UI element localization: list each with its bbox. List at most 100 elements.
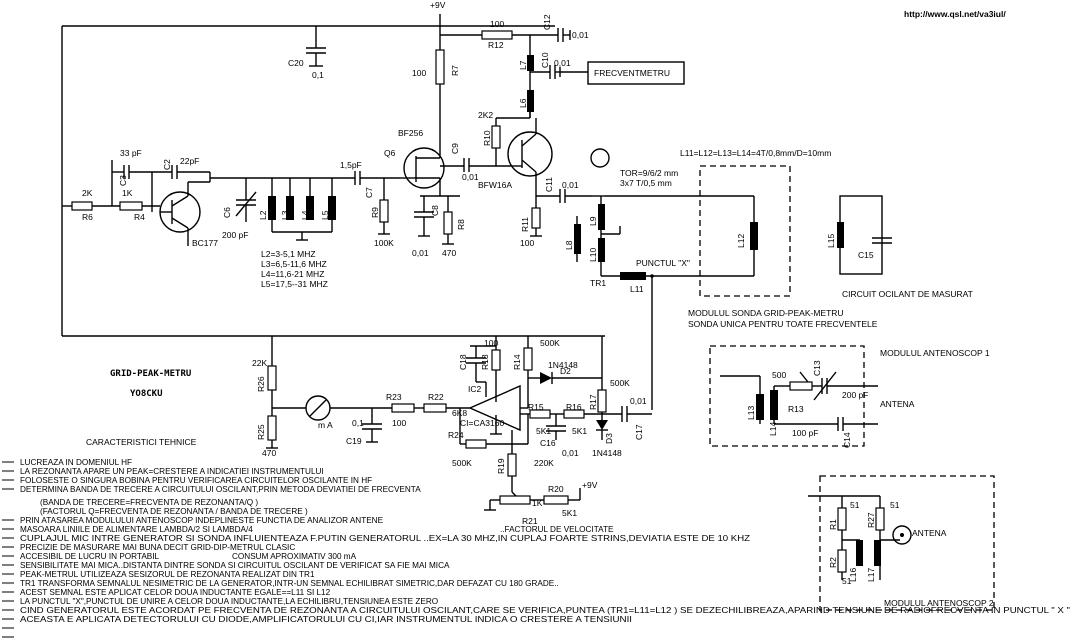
d3-diode (596, 420, 608, 430)
caracteristici-heading: CARACTERISTICI TEHNICE (86, 437, 197, 447)
c10-value: 0,01 (554, 58, 571, 68)
l10-label: L10 (588, 248, 598, 262)
plus9v-top: +9V (430, 0, 446, 10)
r13-potentiometer (789, 381, 813, 391)
c8-label: C8 (430, 205, 440, 216)
note-6: (FACTORUL Q=FRECVENTA DE REZONANTA / BAN… (40, 507, 308, 516)
toroid-icon (590, 148, 610, 168)
r27-value: 51 (890, 500, 900, 510)
note-7: PRIN ATASAREA MODULULUI ANTENOSCOP INDEP… (20, 516, 384, 525)
l12-label: L12 (736, 234, 746, 248)
r12-value: 100 (490, 19, 504, 29)
grid-peak-metru-title: GRID-PEAK-METRU (110, 369, 191, 379)
c11-label: C11 (544, 177, 554, 192)
note-5: (BANDA DE TRECERE=FRECVENTA DE REZONANTA… (40, 498, 258, 507)
coil-spec: L11=L12=L13=L14=4T/0,8mm/D=10mm (680, 148, 831, 158)
modul-sonda-2: SONDA UNICA PENTRU TOATE FRECVENTELE (688, 319, 878, 329)
c7-value: 1,5pF (340, 160, 362, 170)
note-9: CUPLAJUL MIC INTRE GENERATOR SI SONDA IN… (20, 534, 750, 543)
note-13: PEAK-METRUL UTILIZEAZA SESIZORUL DE REZO… (20, 570, 315, 579)
r18-resistor (491, 349, 501, 371)
r23-label: R23 (386, 392, 402, 402)
r24-resistor (465, 439, 487, 449)
c3-label: C3 (118, 175, 128, 186)
c13-value: 200 pF (842, 390, 868, 400)
r20-label: R20 (548, 484, 564, 494)
antena-2-connector (892, 525, 912, 545)
bfw16a-transistor (507, 131, 553, 177)
c20-value: 0,1 (312, 70, 324, 80)
c16-label: C16 (540, 438, 556, 448)
l3-label: L3 (280, 210, 290, 220)
r14-value: 500K (540, 338, 560, 348)
note-10: PRECIZIE DE MASURARE MAI BUNA DECIT GRID… (20, 543, 295, 552)
frecventmetru-box (587, 61, 685, 85)
r18-label: R18 (480, 354, 490, 370)
coil-range-l3: L3=6,5-11,6 MHZ (261, 259, 327, 269)
c9-label: C9 (450, 143, 460, 154)
c14-value: 100 pF (792, 428, 818, 438)
antena-2-pin (900, 533, 904, 537)
r22-resistor (423, 403, 447, 413)
note-16: LA PUNCTUL "X",PUNCTUL DE UNIRE A CELOR … (20, 597, 438, 606)
punctul-x-label: PUNCTUL "X" (636, 258, 690, 268)
c20-capacitor (306, 26, 326, 67)
r10-value: 2K2 (478, 110, 493, 120)
r23-resistor (391, 403, 415, 413)
l4-label: L4 (300, 210, 310, 220)
l17-label: L17 (866, 568, 876, 582)
r23-value: 100 (392, 418, 406, 428)
c12-label: C12 (542, 14, 552, 30)
c16-value: 0,01 (562, 448, 579, 458)
d3-label: D3 (604, 433, 614, 444)
modul-antenoscop-1: MODULUL ANTENOSCOP 1 (880, 348, 990, 358)
r11-label: R11 (520, 217, 530, 232)
l6-label: L6 (518, 98, 528, 108)
c2-label: C2 (162, 159, 172, 170)
c11-value: 0,01 (562, 180, 579, 190)
c6-label: C6 (222, 207, 232, 218)
r2-value: 51 (842, 576, 852, 586)
antena-1-label: ANTENA (880, 399, 915, 409)
bf256-label: BF256 (398, 128, 423, 138)
r13-value: 500 (772, 370, 786, 380)
r9-label: R9 (370, 207, 380, 218)
note-15: ACEST SEMNAL ESTE APLICAT CELOR DOUA IND… (20, 588, 331, 597)
technical-notes: LUCREAZA IN DOMENIUL HF LA REZONANTA APA… (2, 458, 1070, 638)
r25-resistor (267, 415, 277, 441)
c17-value: 0,01 (630, 396, 647, 406)
r12-resistor (481, 30, 513, 40)
note-consum: CONSUM APROXIMATIV 300 mA (232, 552, 357, 561)
antenoscop2-box (819, 475, 995, 611)
c6-value: 200 pF (222, 230, 248, 240)
meter-label: m A (318, 420, 333, 430)
r7-label: R7 (450, 65, 460, 76)
d2-label: D2 (560, 366, 571, 376)
l2-inductor (268, 196, 276, 220)
l4-inductor (306, 196, 314, 220)
modul-antenoscop-2: MODULUL ANTENOSCOP 2 (884, 598, 994, 608)
r8-label: R8 (456, 219, 466, 230)
r20-value: 5K1 (562, 508, 577, 518)
l3-inductor (286, 196, 294, 220)
note-18: ACEASTA E APLICATA DETECTORULUI CU DIODE… (20, 615, 632, 624)
r1-label: R1 (828, 519, 838, 530)
r26-label: R26 (256, 376, 266, 392)
c7-label: C7 (364, 187, 374, 198)
l12-inductor (750, 222, 758, 250)
r1-resistor (837, 507, 847, 531)
r1-value: 51 (850, 500, 860, 510)
r18-value: 100 (484, 338, 498, 348)
r4-label: R4 (134, 212, 145, 222)
r6-label: R6 (82, 212, 93, 222)
note-11: ACCESIBIL DE LUCRU IN PORTABIL (20, 552, 160, 561)
l14-label: L14 (768, 422, 778, 436)
l16-inductor (856, 540, 863, 566)
l10-inductor (598, 238, 605, 262)
r8-value: 470 (442, 248, 456, 258)
c19-label: C19 (346, 436, 362, 446)
note-factor-velocitate: ..FACTORUL DE VELOCITATE (500, 525, 614, 534)
ic-type: CI=CA3160 (460, 418, 504, 428)
r27-resistor (875, 507, 885, 531)
